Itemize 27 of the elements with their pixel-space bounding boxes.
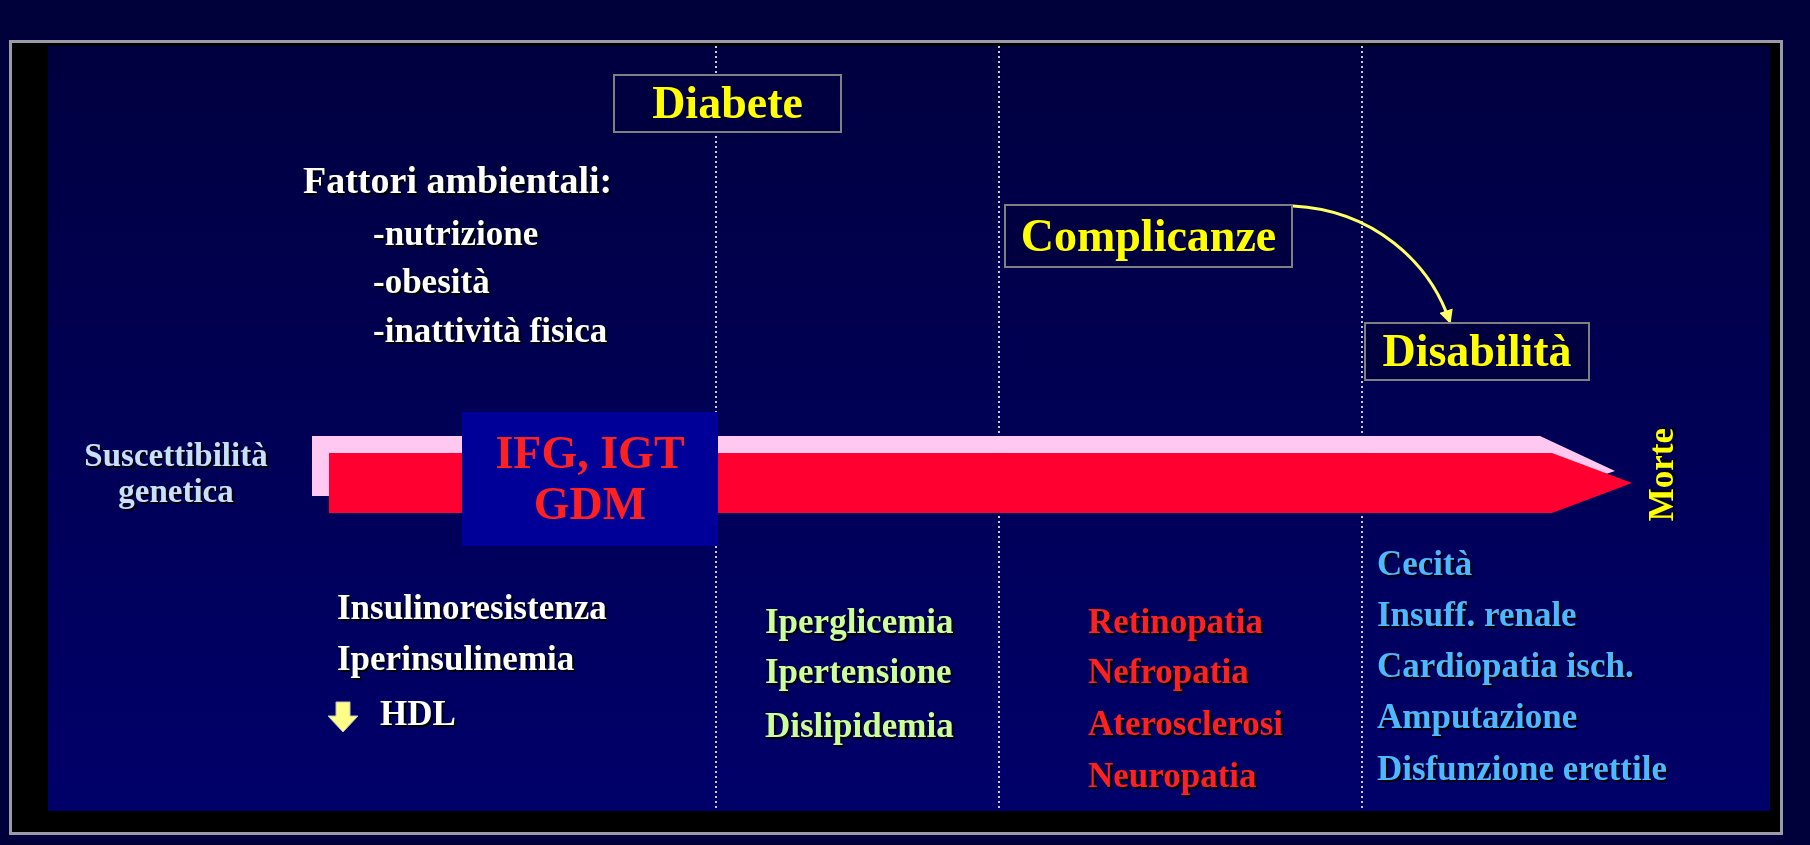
stage-label-box: Disabilità	[1364, 322, 1590, 381]
curved-arrow	[1292, 204, 1453, 324]
list-item: Insulinoresistenza	[337, 589, 607, 628]
end-label: Morte	[1632, 410, 1692, 540]
list-item: Retinopatia	[1088, 603, 1263, 642]
list-item: Aterosclerosi	[1088, 705, 1284, 744]
timeline-arrow	[718, 453, 1632, 513]
list-item: Iperglicemia	[765, 603, 954, 642]
list-item: -nutrizione	[373, 215, 539, 254]
list-item: -inattività fisica	[373, 312, 608, 351]
list-item: Dislipidemia	[765, 707, 954, 746]
list-item: -obesità	[373, 263, 490, 302]
list-item: Ipertensione	[765, 653, 952, 692]
list-item: Amputazione	[1377, 698, 1578, 737]
list-item: Cecità	[1377, 545, 1473, 584]
list-item: Cardiopatia isch.	[1377, 647, 1634, 686]
list-item: Nefropatia	[1088, 653, 1249, 692]
stage-label-box: Diabete	[613, 74, 842, 133]
stage-box: IFG, IGT GDM	[462, 412, 718, 546]
list-item: Neuropatia	[1088, 757, 1257, 796]
list-item: Disfunzione erettile	[1377, 750, 1667, 789]
list-item: Iperinsulinemia	[337, 640, 575, 679]
stage-label-box: Complicanze	[1004, 204, 1293, 268]
list-item: Insuff. renale	[1377, 596, 1577, 635]
start-label: Suscettibilità genetica	[58, 428, 294, 518]
list-item: HDL	[380, 695, 456, 734]
heading-text: Fattori ambientali:	[303, 160, 613, 202]
